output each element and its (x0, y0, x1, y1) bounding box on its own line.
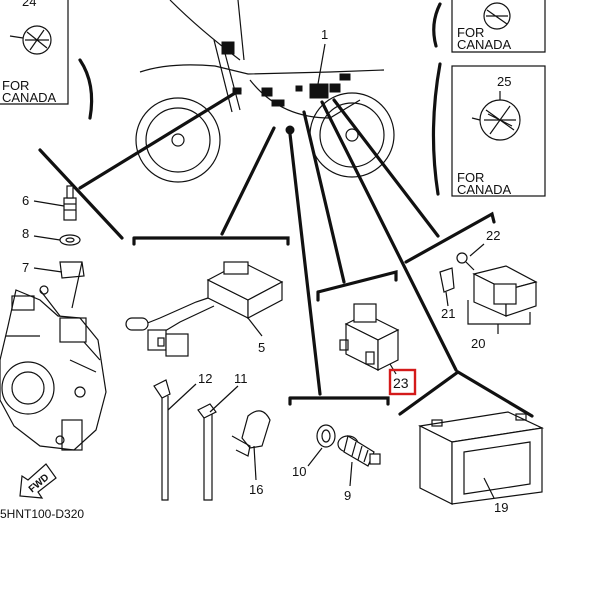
callout-23: 23 (393, 375, 409, 391)
part-9-sensor: 9 (337, 435, 381, 503)
callout-19: 19 (494, 500, 508, 515)
for-canada-right-2: CANADA (457, 182, 512, 197)
part-20-relay-assembly: 22 21 20 (439, 228, 538, 351)
callout-20: 20 (471, 336, 485, 351)
callout-24: 24 (22, 0, 36, 9)
for-canada-left-2: CANADA (2, 90, 57, 105)
part-19-battery: 19 (418, 411, 545, 515)
callout-8: 8 (22, 226, 29, 241)
for-canada-top-right-2: CANADA (457, 37, 512, 52)
canada-box-left: 24 FOR CANADA (0, 0, 69, 105)
callout-11: 11 (234, 371, 248, 386)
callout-22: 22 (486, 228, 500, 243)
callout-1: 1 (321, 27, 328, 42)
canada-box-right: 25 FOR CANADA (451, 65, 546, 197)
bracket-right (431, 62, 442, 196)
callout-16: 16 (249, 482, 263, 497)
part-12-cable-tie: 12 (153, 371, 212, 501)
part-16-clamp: 16 (231, 410, 271, 497)
for-canada-right-1: FOR (457, 170, 484, 185)
cdi-unit-location-icon (309, 83, 329, 99)
bracket-left (78, 58, 94, 120)
headlight-connector-icon (221, 41, 235, 55)
bracket-top-right (432, 2, 442, 48)
callout-6: 6 (22, 193, 29, 208)
for-canada-top-right-1: FOR (457, 25, 484, 40)
motorcycle-outline (135, 0, 395, 183)
callout-12: 12 (198, 371, 212, 386)
fwd-arrow-icon: FWD (19, 463, 57, 499)
diagram-code: 5HNT100-D320 (0, 507, 84, 521)
for-canada-left-1: FOR (2, 78, 29, 93)
callout-10: 10 (292, 464, 306, 479)
callout-7: 7 (22, 260, 29, 275)
part-10-washer: 10 (292, 424, 336, 479)
part-23-relay: 23 (339, 303, 417, 396)
carburetor-assembly: 6 8 7 (0, 185, 107, 451)
highlight-box-23 (388, 368, 417, 396)
callout-25: 25 (497, 74, 511, 89)
callout-21: 21 (441, 306, 455, 321)
part-5-module: 5 (125, 261, 284, 357)
canada-box-top-right: FOR CANADA (451, 0, 546, 53)
part-11-cable-tie: 11 (197, 371, 248, 501)
callout-9: 9 (344, 488, 351, 503)
callout-5: 5 (258, 340, 265, 355)
